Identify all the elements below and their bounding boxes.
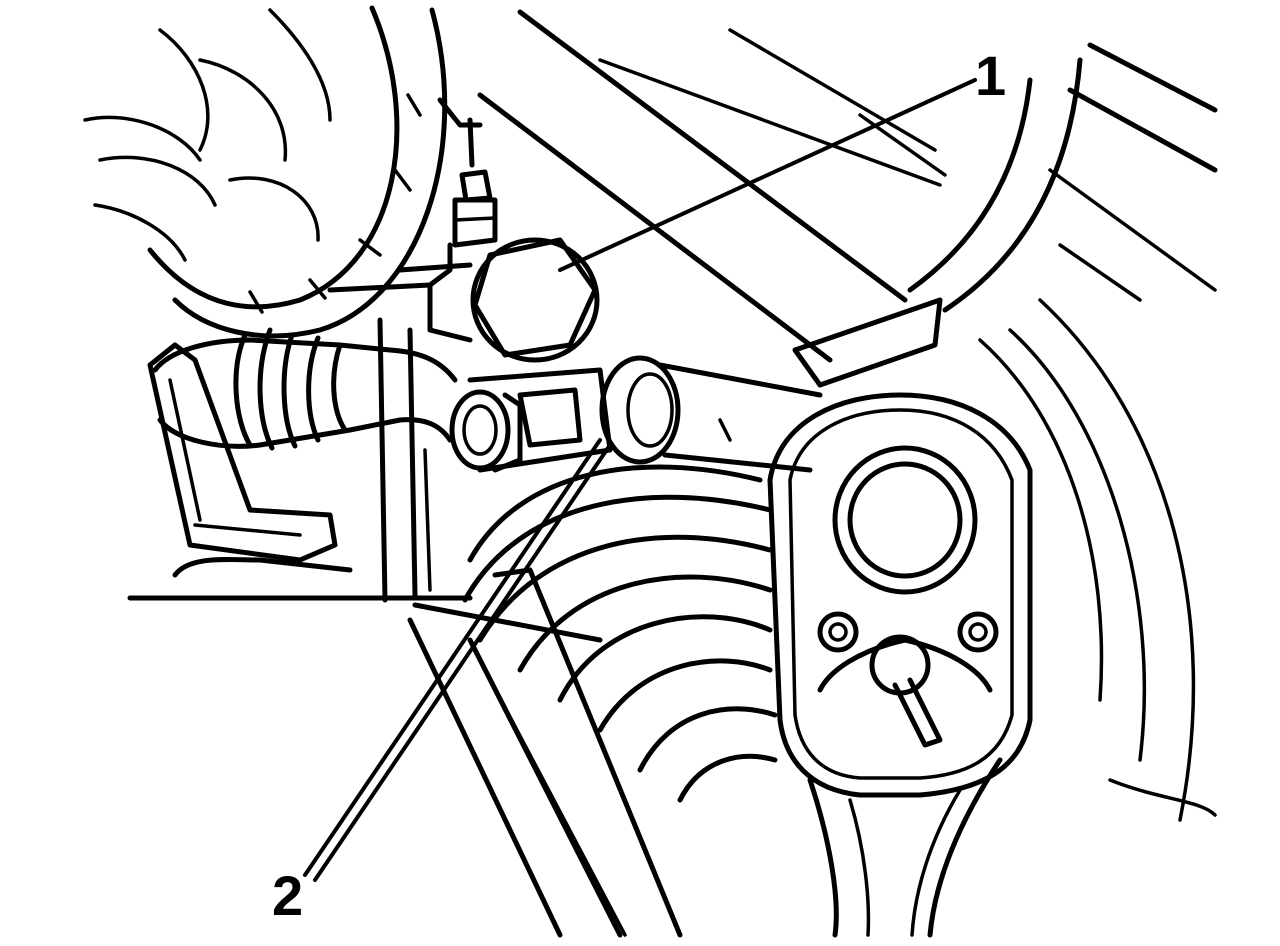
leader-line-2 (303, 438, 602, 877)
lower-link (407, 567, 683, 938)
leader-line-1 (558, 78, 977, 272)
callout-label-2: 2 (272, 864, 303, 927)
steering-knuckle (767, 392, 1033, 938)
housing-post (377, 317, 603, 643)
tyre-arch-upper-left (83, 5, 448, 339)
frame-members (437, 9, 1218, 363)
leader-lines (303, 78, 977, 882)
bracket (127, 342, 473, 601)
strut-arc (792, 57, 1217, 822)
callout-label-1: 1 (975, 44, 1006, 107)
rubber-boot (462, 464, 778, 803)
brake-hose (152, 327, 523, 473)
bleed-fitting (327, 117, 498, 343)
hex-nut (470, 237, 600, 363)
tie-rod-joint (467, 355, 823, 473)
